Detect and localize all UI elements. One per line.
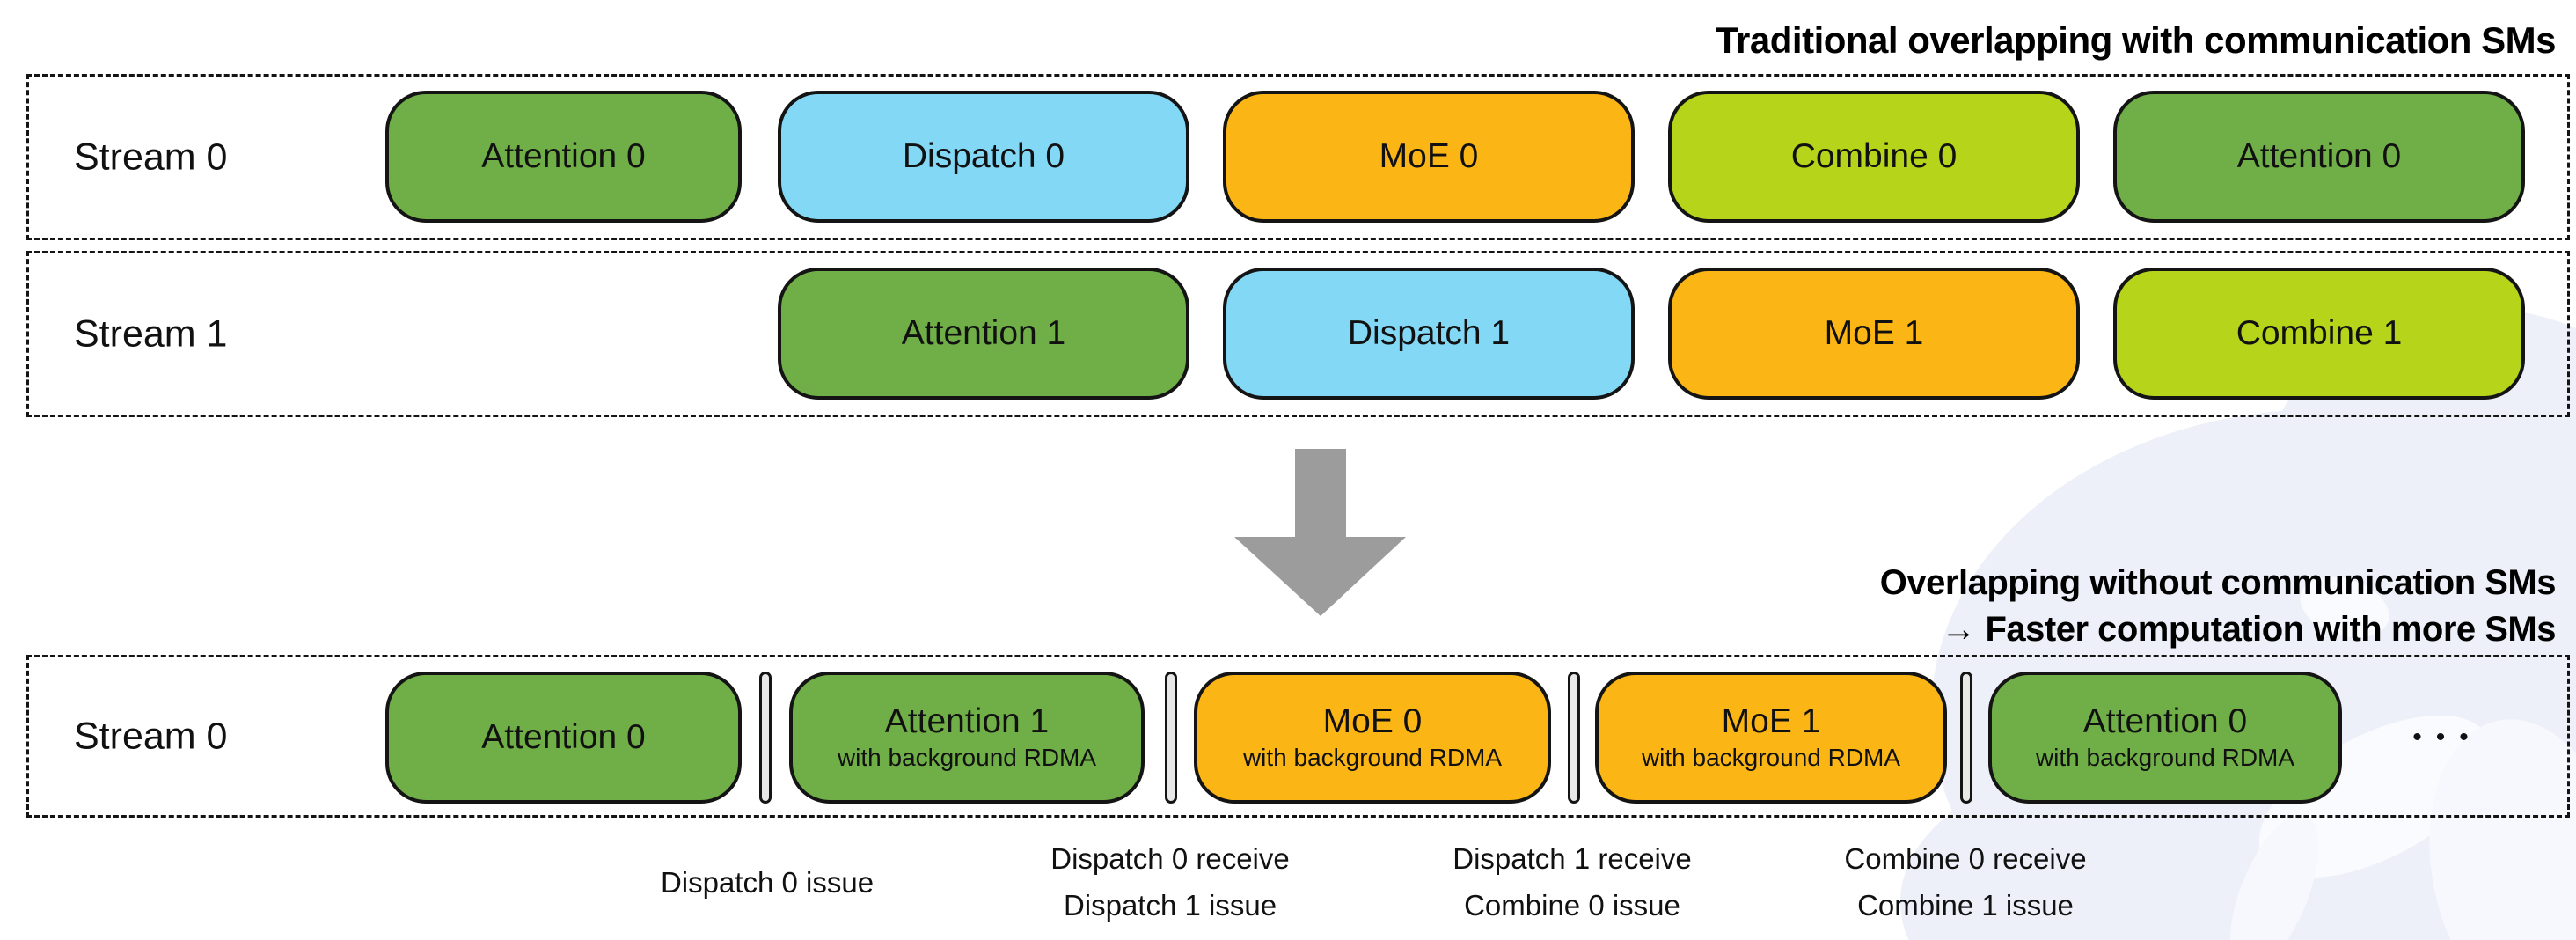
fused-stream0-label: Stream 0	[74, 715, 228, 757]
block-label: Attention 0	[481, 137, 646, 175]
title-overlapping-line2: → Faster computation with more SMs	[1941, 610, 2556, 649]
annotation-line: Dispatch 0 issue	[660, 865, 875, 899]
block-attention-0: Attention 0	[2113, 91, 2525, 223]
block-label: Combine 1	[2236, 314, 2403, 352]
block-sublabel: with background RDMA	[1641, 744, 1901, 771]
block-moe-1: MoE 1	[1668, 268, 2080, 400]
block-label: MoE 1	[1721, 702, 1821, 740]
title-overlapping-line1: Overlapping without communication SMs	[1879, 563, 2557, 602]
block-moe-0: MoE 0 with background RDMA	[1194, 672, 1551, 804]
block-attention-1: Attention 1 with background RDMA	[789, 672, 1145, 804]
stream0-timeline-box: Stream 0	[26, 74, 2570, 240]
block-attention-1: Attention 1	[778, 268, 1189, 400]
block-attention-0: Attention 0	[385, 91, 742, 223]
annotation-line: Combine 0 issue	[1464, 889, 1680, 922]
continuation-ellipsis: •••	[2412, 723, 2483, 752]
stream-separator	[1960, 672, 1972, 804]
stream1-timeline-box: Stream 1	[26, 251, 2570, 417]
block-label: Dispatch 0	[902, 137, 1065, 175]
block-label: Attention 0	[2082, 702, 2248, 740]
stream-separator	[1165, 672, 1177, 804]
block-label: Dispatch 1	[1347, 314, 1511, 352]
block-label: Combine 0	[1790, 137, 1958, 175]
stream1-label: Stream 1	[74, 312, 228, 355]
title-overlapping-without-sms: Overlapping without communication SMs → …	[1879, 560, 2557, 653]
annotation-line: Combine 1 issue	[1857, 889, 2074, 922]
block-attention-0: Attention 0	[385, 672, 742, 804]
block-dispatch-1: Dispatch 1	[1223, 268, 1635, 400]
block-combine-1: Combine 1	[2113, 268, 2525, 400]
block-label: Attention 1	[884, 702, 1050, 740]
block-dispatch-0: Dispatch 0	[778, 91, 1189, 223]
block-moe-0: MoE 0	[1223, 91, 1635, 223]
annotation-line: Dispatch 1 receive	[1453, 842, 1692, 875]
block-label: MoE 0	[1379, 137, 1479, 175]
block-label: MoE 0	[1322, 702, 1423, 740]
block-attention-0: Attention 0 with background RDMA	[1988, 672, 2342, 804]
block-sublabel: with background RDMA	[837, 744, 1097, 771]
block-sublabel: with background RDMA	[1242, 744, 1503, 771]
block-sublabel: with background RDMA	[2035, 744, 2295, 771]
annotation-line: Dispatch 0 receive	[1050, 842, 1290, 875]
block-label: Attention 0	[2236, 137, 2402, 175]
block-label: MoE 1	[1824, 314, 1924, 352]
stream-separator	[1568, 672, 1580, 804]
down-arrow-icon	[1234, 449, 1406, 616]
block-moe-1: MoE 1 with background RDMA	[1595, 672, 1947, 804]
stream-separator	[759, 672, 772, 804]
annotation-dispatch-0-issue: Dispatch 0 issue	[661, 836, 874, 928]
annotation-line: Dispatch 1 issue	[1063, 889, 1277, 922]
block-combine-0: Combine 0	[1668, 91, 2080, 223]
block-label: Attention 1	[901, 314, 1066, 352]
title-traditional-overlapping: Traditional overlapping with communicati…	[1716, 19, 2556, 61]
stream0-label: Stream 0	[74, 136, 228, 178]
block-label: Attention 0	[481, 718, 646, 756]
annotation-line: Combine 0 receive	[1844, 842, 2087, 875]
